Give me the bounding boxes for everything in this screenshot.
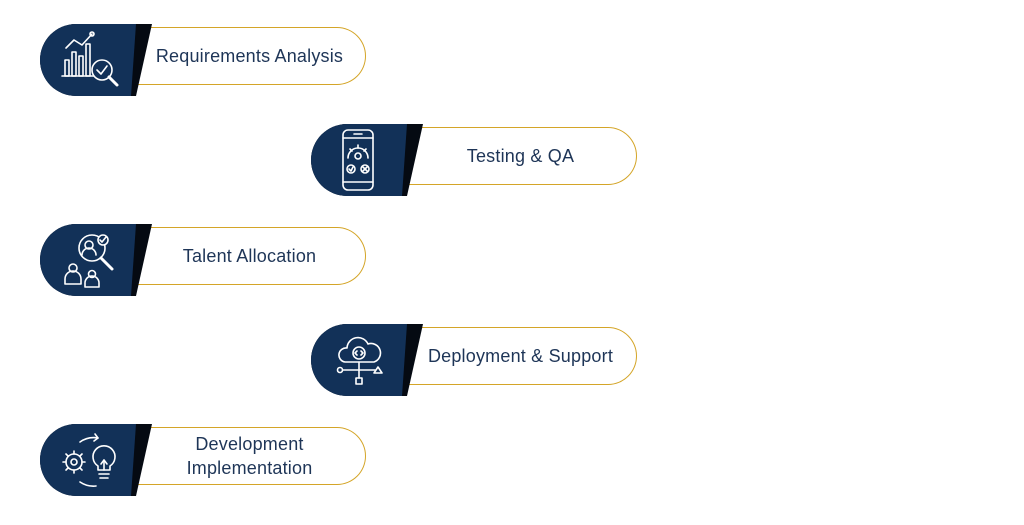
step-label-pill: Talent Allocation xyxy=(110,227,366,285)
step-talent-allocation: Talent Allocation xyxy=(40,224,370,296)
step-label-pill: Testing & QA xyxy=(381,127,637,185)
talent-search-icon xyxy=(64,234,114,288)
step-label: Requirements Analysis xyxy=(155,46,344,66)
step-development-implementation: Development Implementation xyxy=(40,424,370,496)
step-deployment-support: Deployment & Support xyxy=(311,324,641,396)
step-badge xyxy=(311,324,423,396)
step-label-pill: Development Implementation xyxy=(110,427,366,485)
step-label: Development Implementation xyxy=(186,434,313,478)
gear-lightbulb-icon xyxy=(62,433,116,487)
step-label-pill: Deployment & Support xyxy=(381,327,637,385)
mobile-testing-icon xyxy=(342,129,374,191)
analytics-magnifier-icon xyxy=(61,31,119,87)
step-label-pill: Requirements Analysis xyxy=(110,27,366,85)
step-label: Talent Allocation xyxy=(182,246,317,266)
step-requirements-analysis: Requirements Analysis xyxy=(40,24,370,96)
cloud-deployment-icon xyxy=(336,336,383,385)
step-badge xyxy=(40,224,152,296)
step-testing-qa: Testing & QA xyxy=(311,124,641,196)
step-badge xyxy=(40,424,152,496)
step-badge xyxy=(40,24,152,96)
step-badge xyxy=(311,124,423,196)
step-label: Testing & QA xyxy=(466,146,575,166)
step-label: Deployment & Support xyxy=(427,346,614,366)
